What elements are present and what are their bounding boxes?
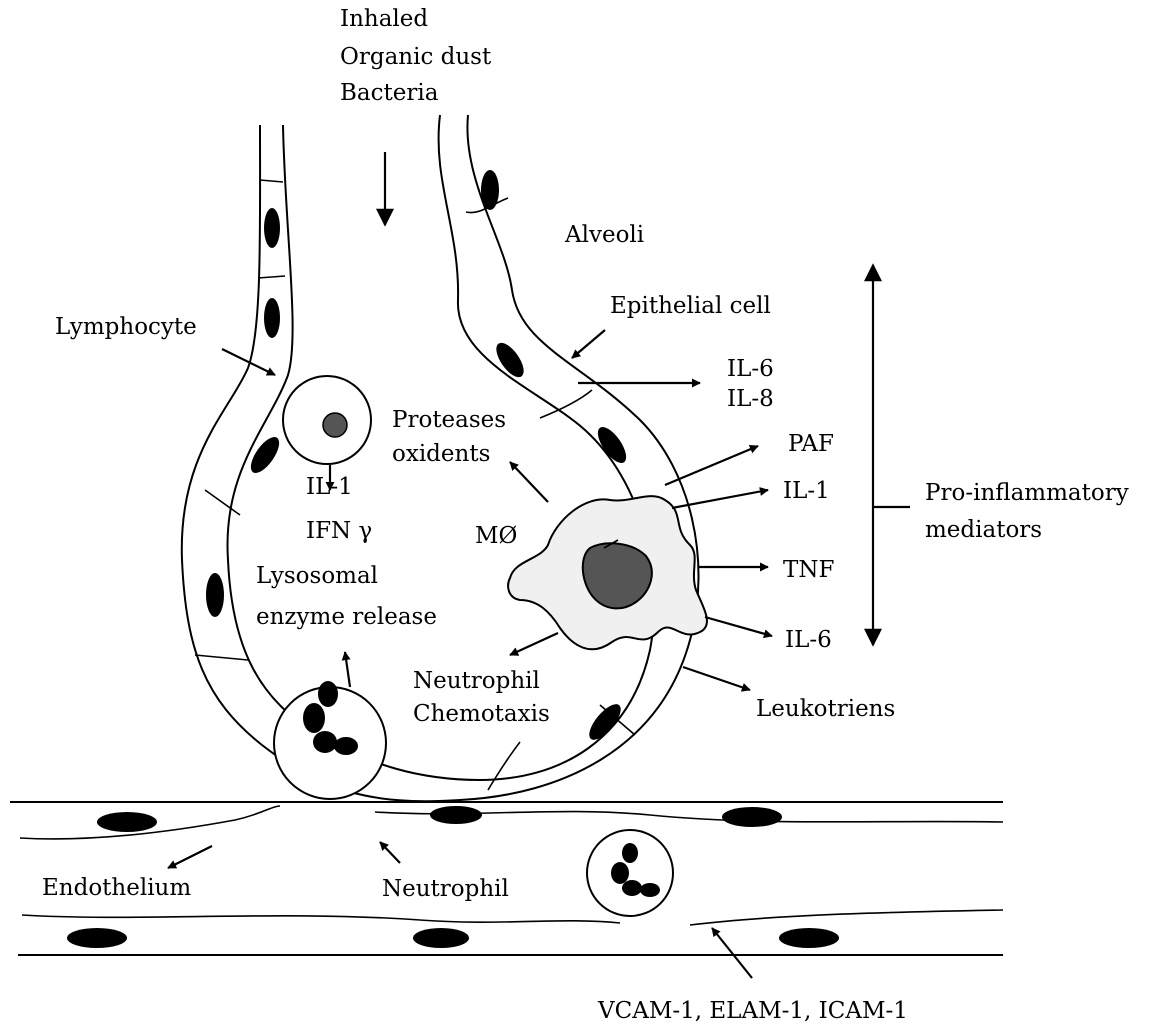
label-alveoli: Alveoli <box>564 222 644 248</box>
neutrophil-lobe <box>318 681 338 707</box>
neutrophil-lobe <box>334 737 358 755</box>
label-tnf: TNF <box>783 557 834 583</box>
neutrophil-lobe <box>622 843 638 863</box>
endothelium-pointer-arrow <box>168 846 212 868</box>
label-inhaled: Inhaled <box>340 6 428 32</box>
leukotriens-arrow <box>683 667 750 690</box>
epithelial-nucleus <box>246 433 285 478</box>
neutrophil-lobe <box>622 880 642 896</box>
endothelial-nucleus <box>67 928 127 948</box>
epithelial-nucleus <box>491 338 529 381</box>
label-pro-inflammatory: Pro-inflammatory <box>925 480 1129 506</box>
label-mediators: mediators <box>925 517 1042 543</box>
label-organic-dust: Organic dust <box>340 44 492 70</box>
cell-boundary <box>258 276 285 278</box>
label-endothelium: Endothelium <box>42 875 191 901</box>
neutrophil-in-vessel <box>587 830 673 916</box>
label-macrophage: MØ <box>475 523 517 549</box>
endothelial-nucleus <box>779 928 839 948</box>
label-enzyme-release: enzyme release <box>256 604 437 630</box>
epithelial-nucleus <box>481 170 499 210</box>
label-oxidents: oxidents <box>392 441 490 467</box>
cell-boundary <box>260 180 283 182</box>
endothelium-inner-bottom <box>22 910 1003 925</box>
label-paf: PAF <box>788 431 834 457</box>
cell-boundary <box>540 390 592 418</box>
neutrophil-transmigrating <box>274 681 386 799</box>
label-bacteria: Bacteria <box>340 80 439 106</box>
chemotaxis-arrow <box>510 633 558 655</box>
epithelial-pointer-arrow <box>572 330 605 358</box>
macrophage-cell <box>508 496 707 649</box>
epithelial-nucleus <box>264 208 280 248</box>
endothelial-nucleus <box>722 807 782 827</box>
label-proteases: Proteases <box>392 407 506 433</box>
label-neutrophil: Neutrophil <box>382 876 509 902</box>
neutrophil-lobe <box>640 883 660 897</box>
lymphocyte-cell <box>283 376 371 464</box>
neutrophil-lobe <box>313 731 337 753</box>
label-neutrophil-chemotaxis-2: Chemotaxis <box>413 701 550 727</box>
label-epithelial-cell: Epithelial cell <box>610 293 771 319</box>
endothelium-inner-top <box>20 806 1003 839</box>
neutrophil-lobe <box>611 862 629 884</box>
label-ifn-gamma: IFN γ <box>306 518 372 544</box>
endothelial-nucleus <box>413 928 469 948</box>
label-leukotriens: Leukotriens <box>756 696 895 722</box>
paf-arrow <box>665 446 758 485</box>
lymphocyte-pointer-arrow <box>222 349 275 375</box>
cell-boundary <box>195 655 248 660</box>
cell-boundary <box>488 742 520 790</box>
endothelial-nucleus <box>430 806 482 824</box>
label-il1-right: IL-1 <box>783 478 830 504</box>
neutrophil-membrane <box>587 830 673 916</box>
il6-arrow <box>705 617 772 636</box>
proteases-arrow <box>510 462 548 502</box>
label-neutrophil-chemotaxis-1: Neutrophil <box>413 668 540 694</box>
lymphocyte-nucleus <box>323 413 347 437</box>
epithelial-nucleus <box>206 573 224 617</box>
endothelial-nucleus <box>97 812 157 832</box>
label-adhesion-molecules: VCAM-1, ELAM-1, ICAM-1 <box>597 998 908 1024</box>
neutrophil-pointer-arrow <box>380 842 400 863</box>
lysosomal-arrow <box>345 652 350 687</box>
label-il8: IL-8 <box>727 386 774 412</box>
epithelial-nucleus <box>264 298 280 338</box>
label-il6-bottom: IL-6 <box>785 627 832 653</box>
adhesion-molecules-arrow <box>712 928 752 978</box>
label-lysosomal: Lysosomal <box>256 563 378 589</box>
label-il1-left: IL-1 <box>306 474 353 500</box>
label-lymphocyte: Lymphocyte <box>55 314 197 340</box>
neutrophil-lobe <box>303 703 325 733</box>
label-il6-top: IL-6 <box>727 356 774 382</box>
